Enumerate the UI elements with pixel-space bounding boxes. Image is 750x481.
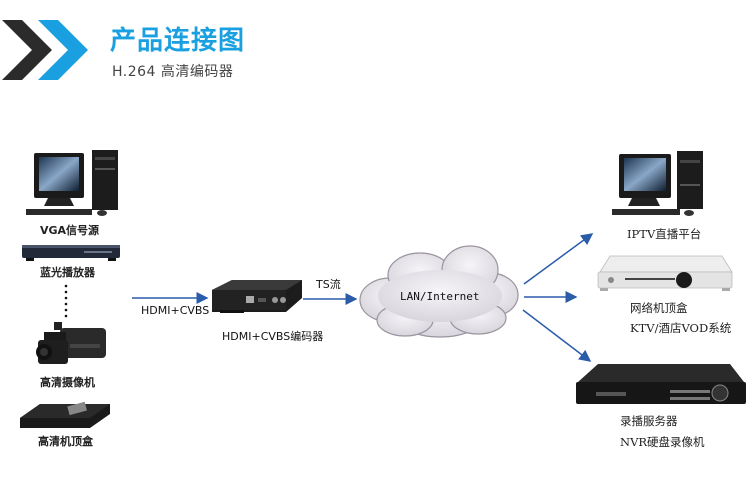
source-label-set-top-box: 高清机顶盒 [38,435,93,448]
arrow-to-nvr [522,309,592,362]
output-link-label: TS流 [316,278,341,291]
source-label-camcorder: 高清摄像机 [40,376,95,389]
network-label: LAN/Internet [400,290,480,303]
blu-ray-player-icon [22,245,120,261]
destination-label-set-top-box: 网络机顶盒 [630,301,688,315]
encoder-label: HDMI+CVBS编码器 [222,330,324,343]
source-label-blu-ray: 蓝光播放器 [40,266,95,279]
chevron-blue-icon [38,20,88,80]
encoder-device-icon [212,280,302,313]
source-label-vga: VGA信号源 [40,224,100,237]
arrow-to-iptv [523,233,594,285]
page-subtitle: H.264 高清编码器 [112,64,234,80]
destination-label-vod-system: KTV/酒店VOD系统 [630,321,732,335]
hd-set-top-box-icon [20,401,110,428]
camcorder-icon [36,322,106,364]
vga-source-computer-icon [26,150,118,216]
input-link-label: HDMI+CVBS [141,304,210,317]
destination-label-nvr: NVR硬盘录像机 [620,435,705,449]
network-set-top-box-icon [597,255,733,291]
destination-label-iptv: IPTV直播平台 [627,227,702,241]
chevron-dark-icon [2,20,52,80]
destination-label-recording-server: 录播服务器 [620,414,678,428]
nvr-recorder-icon [576,364,746,404]
page-title: 产品连接图 [110,26,246,56]
more-sources-dots [64,284,68,318]
iptv-computer-icon [612,151,703,216]
